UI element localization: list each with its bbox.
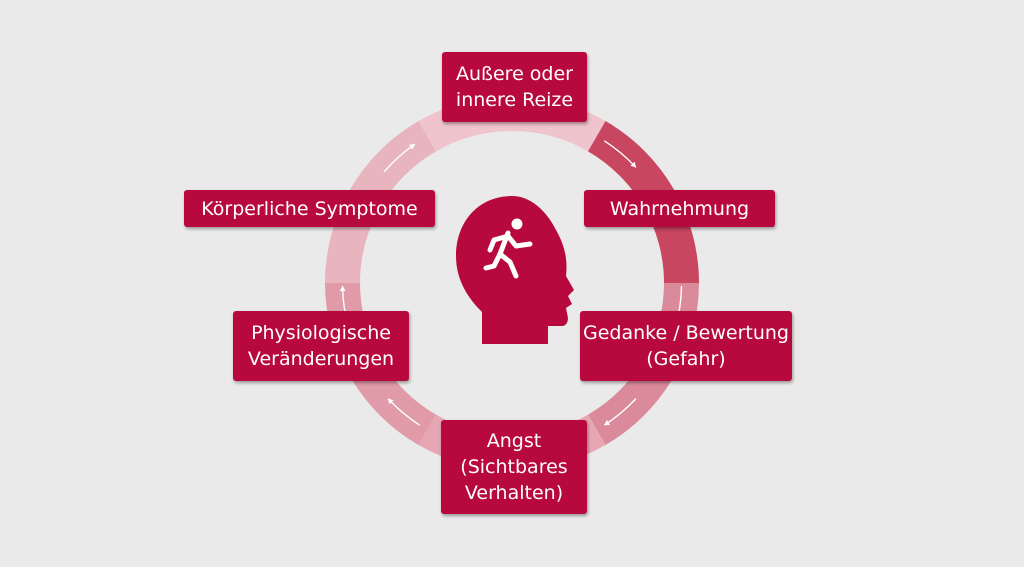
step-thought-evaluation: Gedanke / Bewertung (Gefahr) — [580, 311, 792, 381]
step-anxiety: Angst (Sichtbares Verhalten) — [441, 420, 587, 514]
head-with-running-person-icon — [456, 196, 574, 344]
arrowhead — [339, 285, 346, 292]
arrowhead — [408, 144, 415, 150]
arrowhead — [604, 419, 611, 426]
step-perception: Wahrnehmung — [584, 190, 775, 227]
step-physiological-changes: Physiologische Veränderungen — [233, 311, 409, 381]
arrowhead — [630, 161, 636, 168]
arrowhead — [388, 398, 394, 405]
step-external-internal-stimuli: Außere oder innere Reize — [442, 52, 587, 122]
running-person-icon — [483, 218, 533, 279]
step-bodily-symptoms: Körperliche Symptome — [184, 190, 435, 227]
